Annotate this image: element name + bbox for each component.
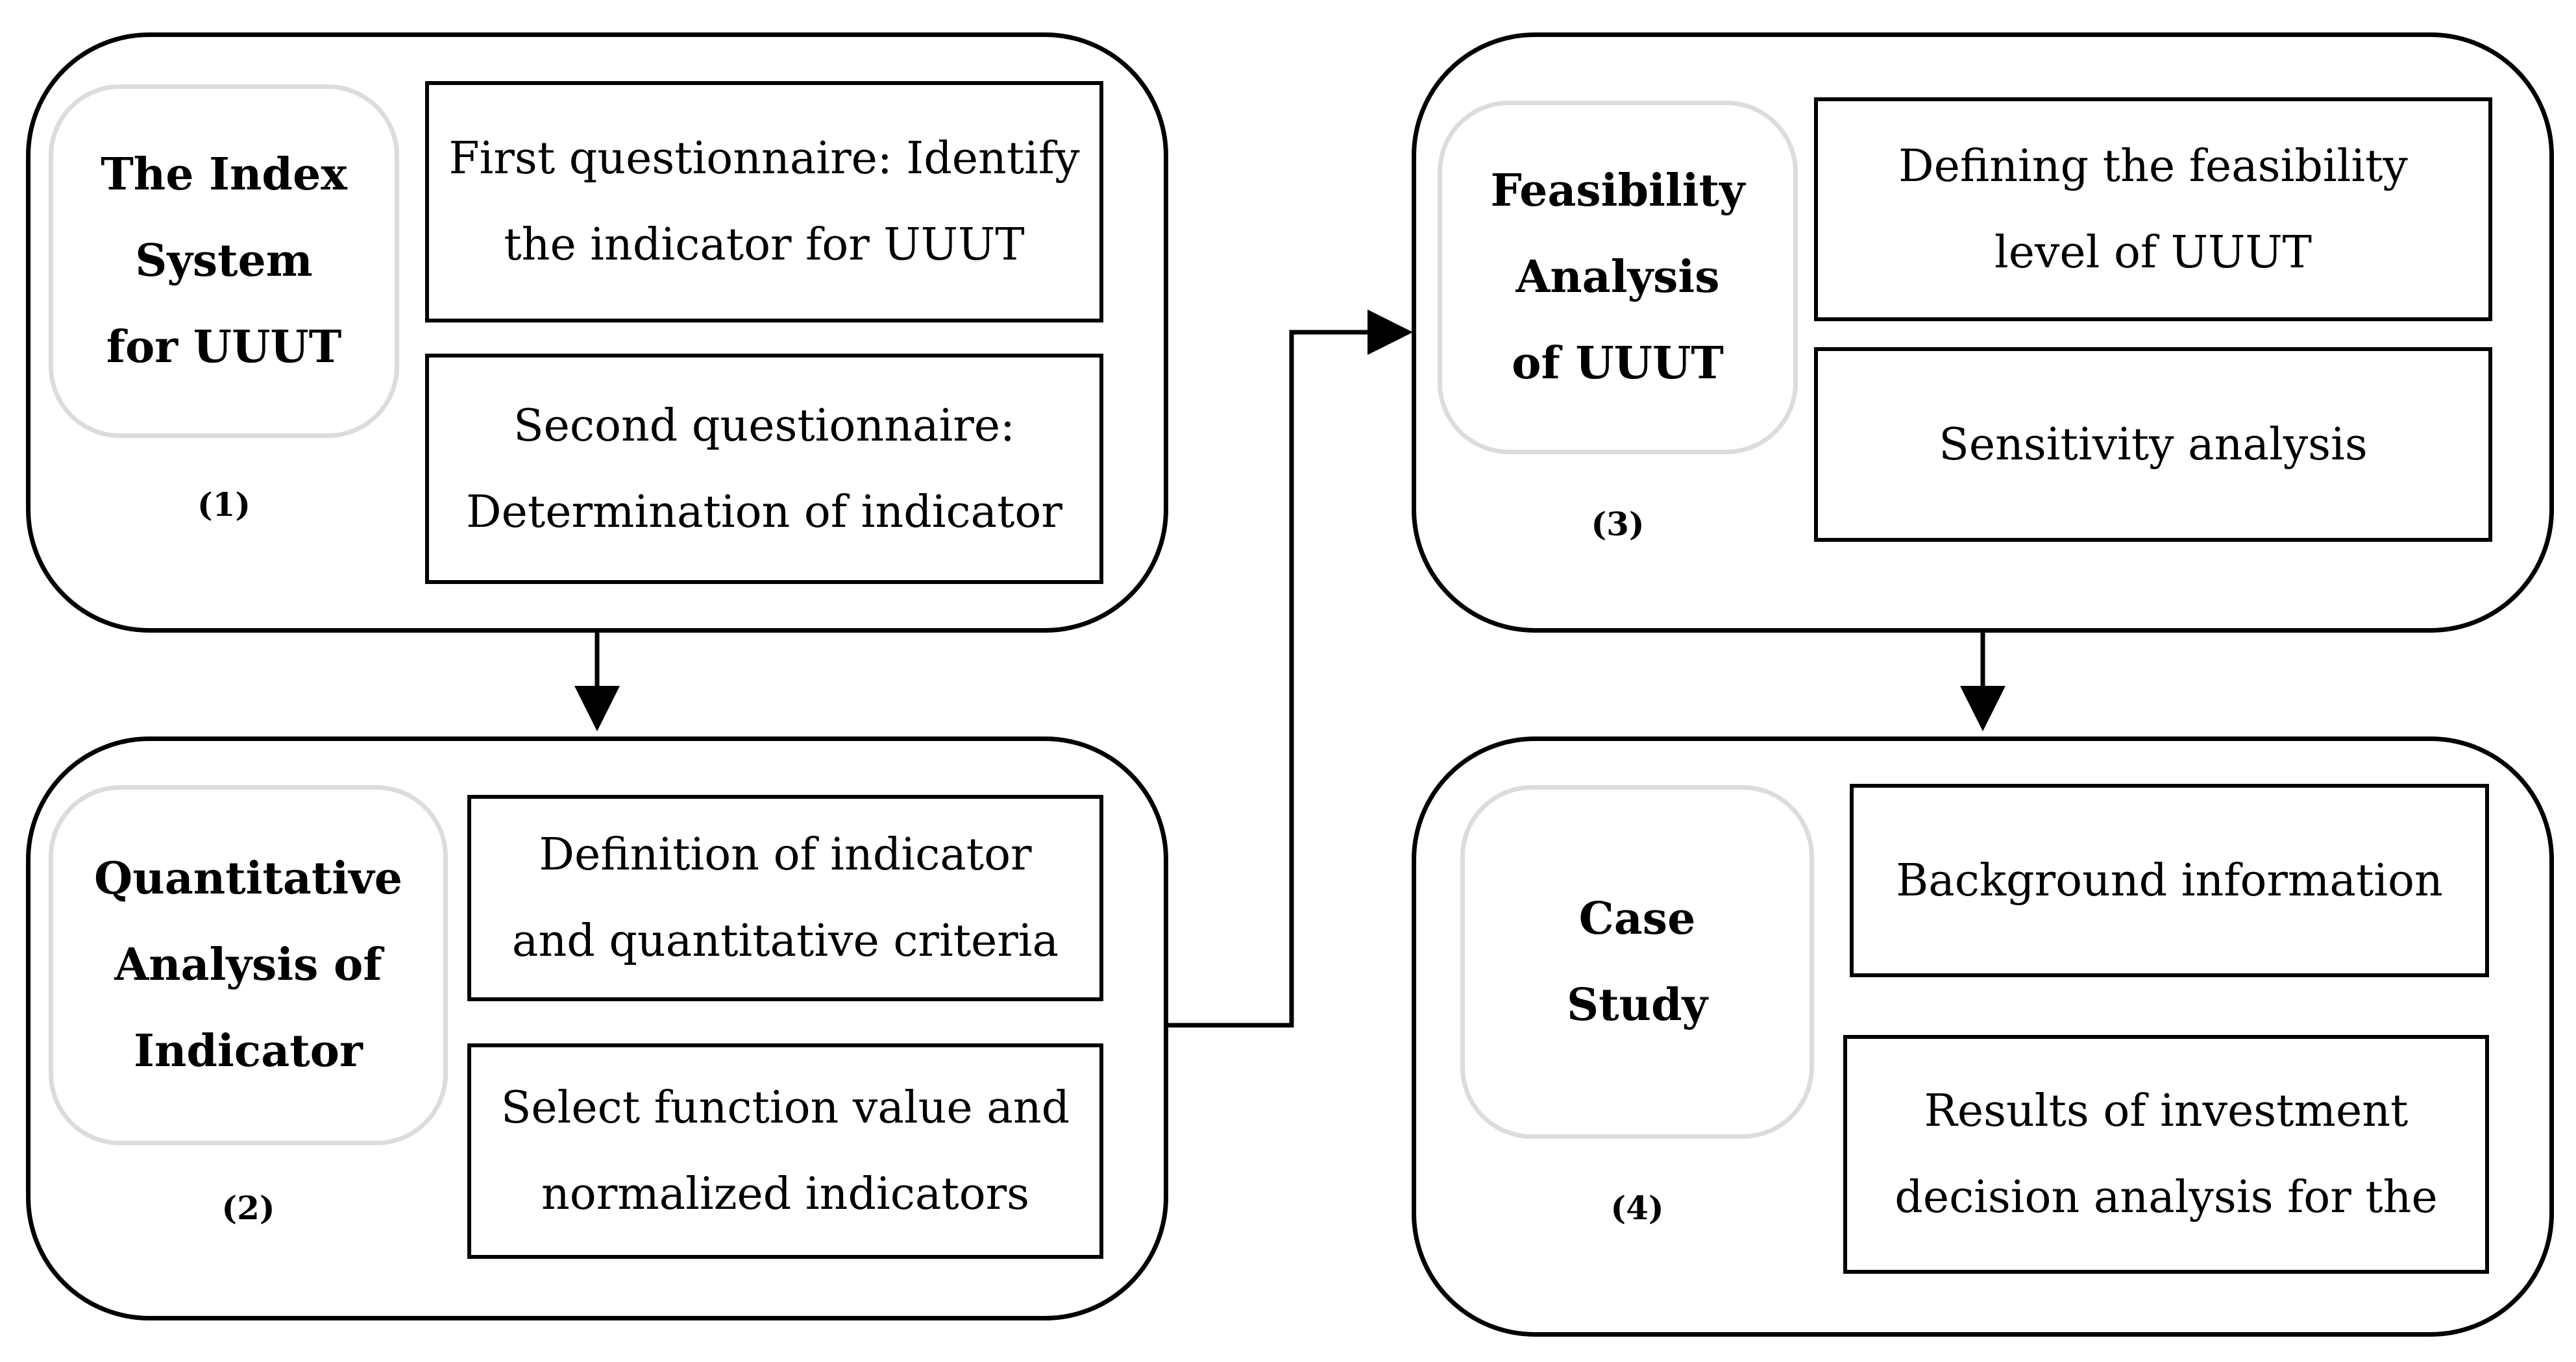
step-3-task-2: Sensitivity analysis	[1814, 347, 2492, 542]
step-2-title-line: Quantitative	[94, 853, 402, 905]
step-4-number: (4)	[1610, 1189, 1664, 1227]
step-2-number: (2)	[221, 1189, 275, 1227]
task-text-line: Determination of indicator	[466, 486, 1062, 538]
task-text-line: Sensitivity analysis	[1939, 419, 2368, 470]
step-4-title-box: Case Study	[1460, 785, 1814, 1139]
step-3-title-box: Feasibility Analysis of UUUT	[1438, 101, 1798, 454]
task-text-line: Second questionnaire:	[513, 400, 1015, 452]
arrow-step2-to-step3	[1168, 310, 1413, 1028]
task-text-line: decision analysis for the	[1895, 1172, 2438, 1223]
step-2-task-2: Select function value and normalized ind…	[467, 1043, 1103, 1259]
step-4-task-2: Results of investment decision analysis …	[1843, 1035, 2489, 1274]
step-1-title-box: The Index System for UUUT	[49, 84, 399, 438]
task-text-line: level of UUUT	[1994, 226, 2312, 278]
task-text-line: First questionnaire: Identify	[448, 133, 1080, 184]
task-text-line: Select function value and	[500, 1082, 1070, 1134]
step-1-title-line: for UUUT	[106, 321, 342, 373]
task-text-line: Defining the feasibility	[1898, 140, 2408, 192]
step-2-title-line: Analysis of	[114, 939, 382, 991]
step-2-title-box: Quantitative Analysis of Indicator	[49, 785, 448, 1145]
task-text-line: Background information	[1896, 855, 2443, 906]
step-4-title-line: Case	[1578, 892, 1696, 945]
step-2-title-line: Indicator	[134, 1025, 363, 1077]
step-2-task-1: Definition of indicator and quantitative…	[467, 795, 1103, 1001]
task-text-line: normalized indicators	[541, 1169, 1030, 1220]
step-3-task-1: Defining the feasibility level of UUUT	[1814, 97, 2492, 321]
task-text-line: Definition of indicator	[539, 829, 1032, 881]
task-text-line: and quantitative criteria	[511, 916, 1059, 967]
step-3-title-line: Feasibility	[1490, 165, 1745, 217]
task-text-line: the indicator for UUUT	[504, 219, 1025, 271]
step-4-task-1: Background information	[1850, 784, 2489, 977]
step-3-number: (3)	[1591, 505, 1645, 543]
step-3-title-line: Analysis	[1515, 251, 1720, 303]
step-1-task-2: Second questionnaire: Determination of i…	[425, 354, 1103, 584]
step-1-task-1: First questionnaire: Identify the indica…	[425, 81, 1103, 322]
task-text-line: Results of investment	[1924, 1086, 2409, 1137]
step-1-number: (1)	[197, 485, 251, 524]
step-1-title-line: The Index	[101, 149, 347, 201]
step-3-title-line: of UUUT	[1512, 337, 1724, 389]
step-1-title-line: System	[135, 235, 313, 287]
step-4-title-line: Study	[1566, 979, 1708, 1031]
